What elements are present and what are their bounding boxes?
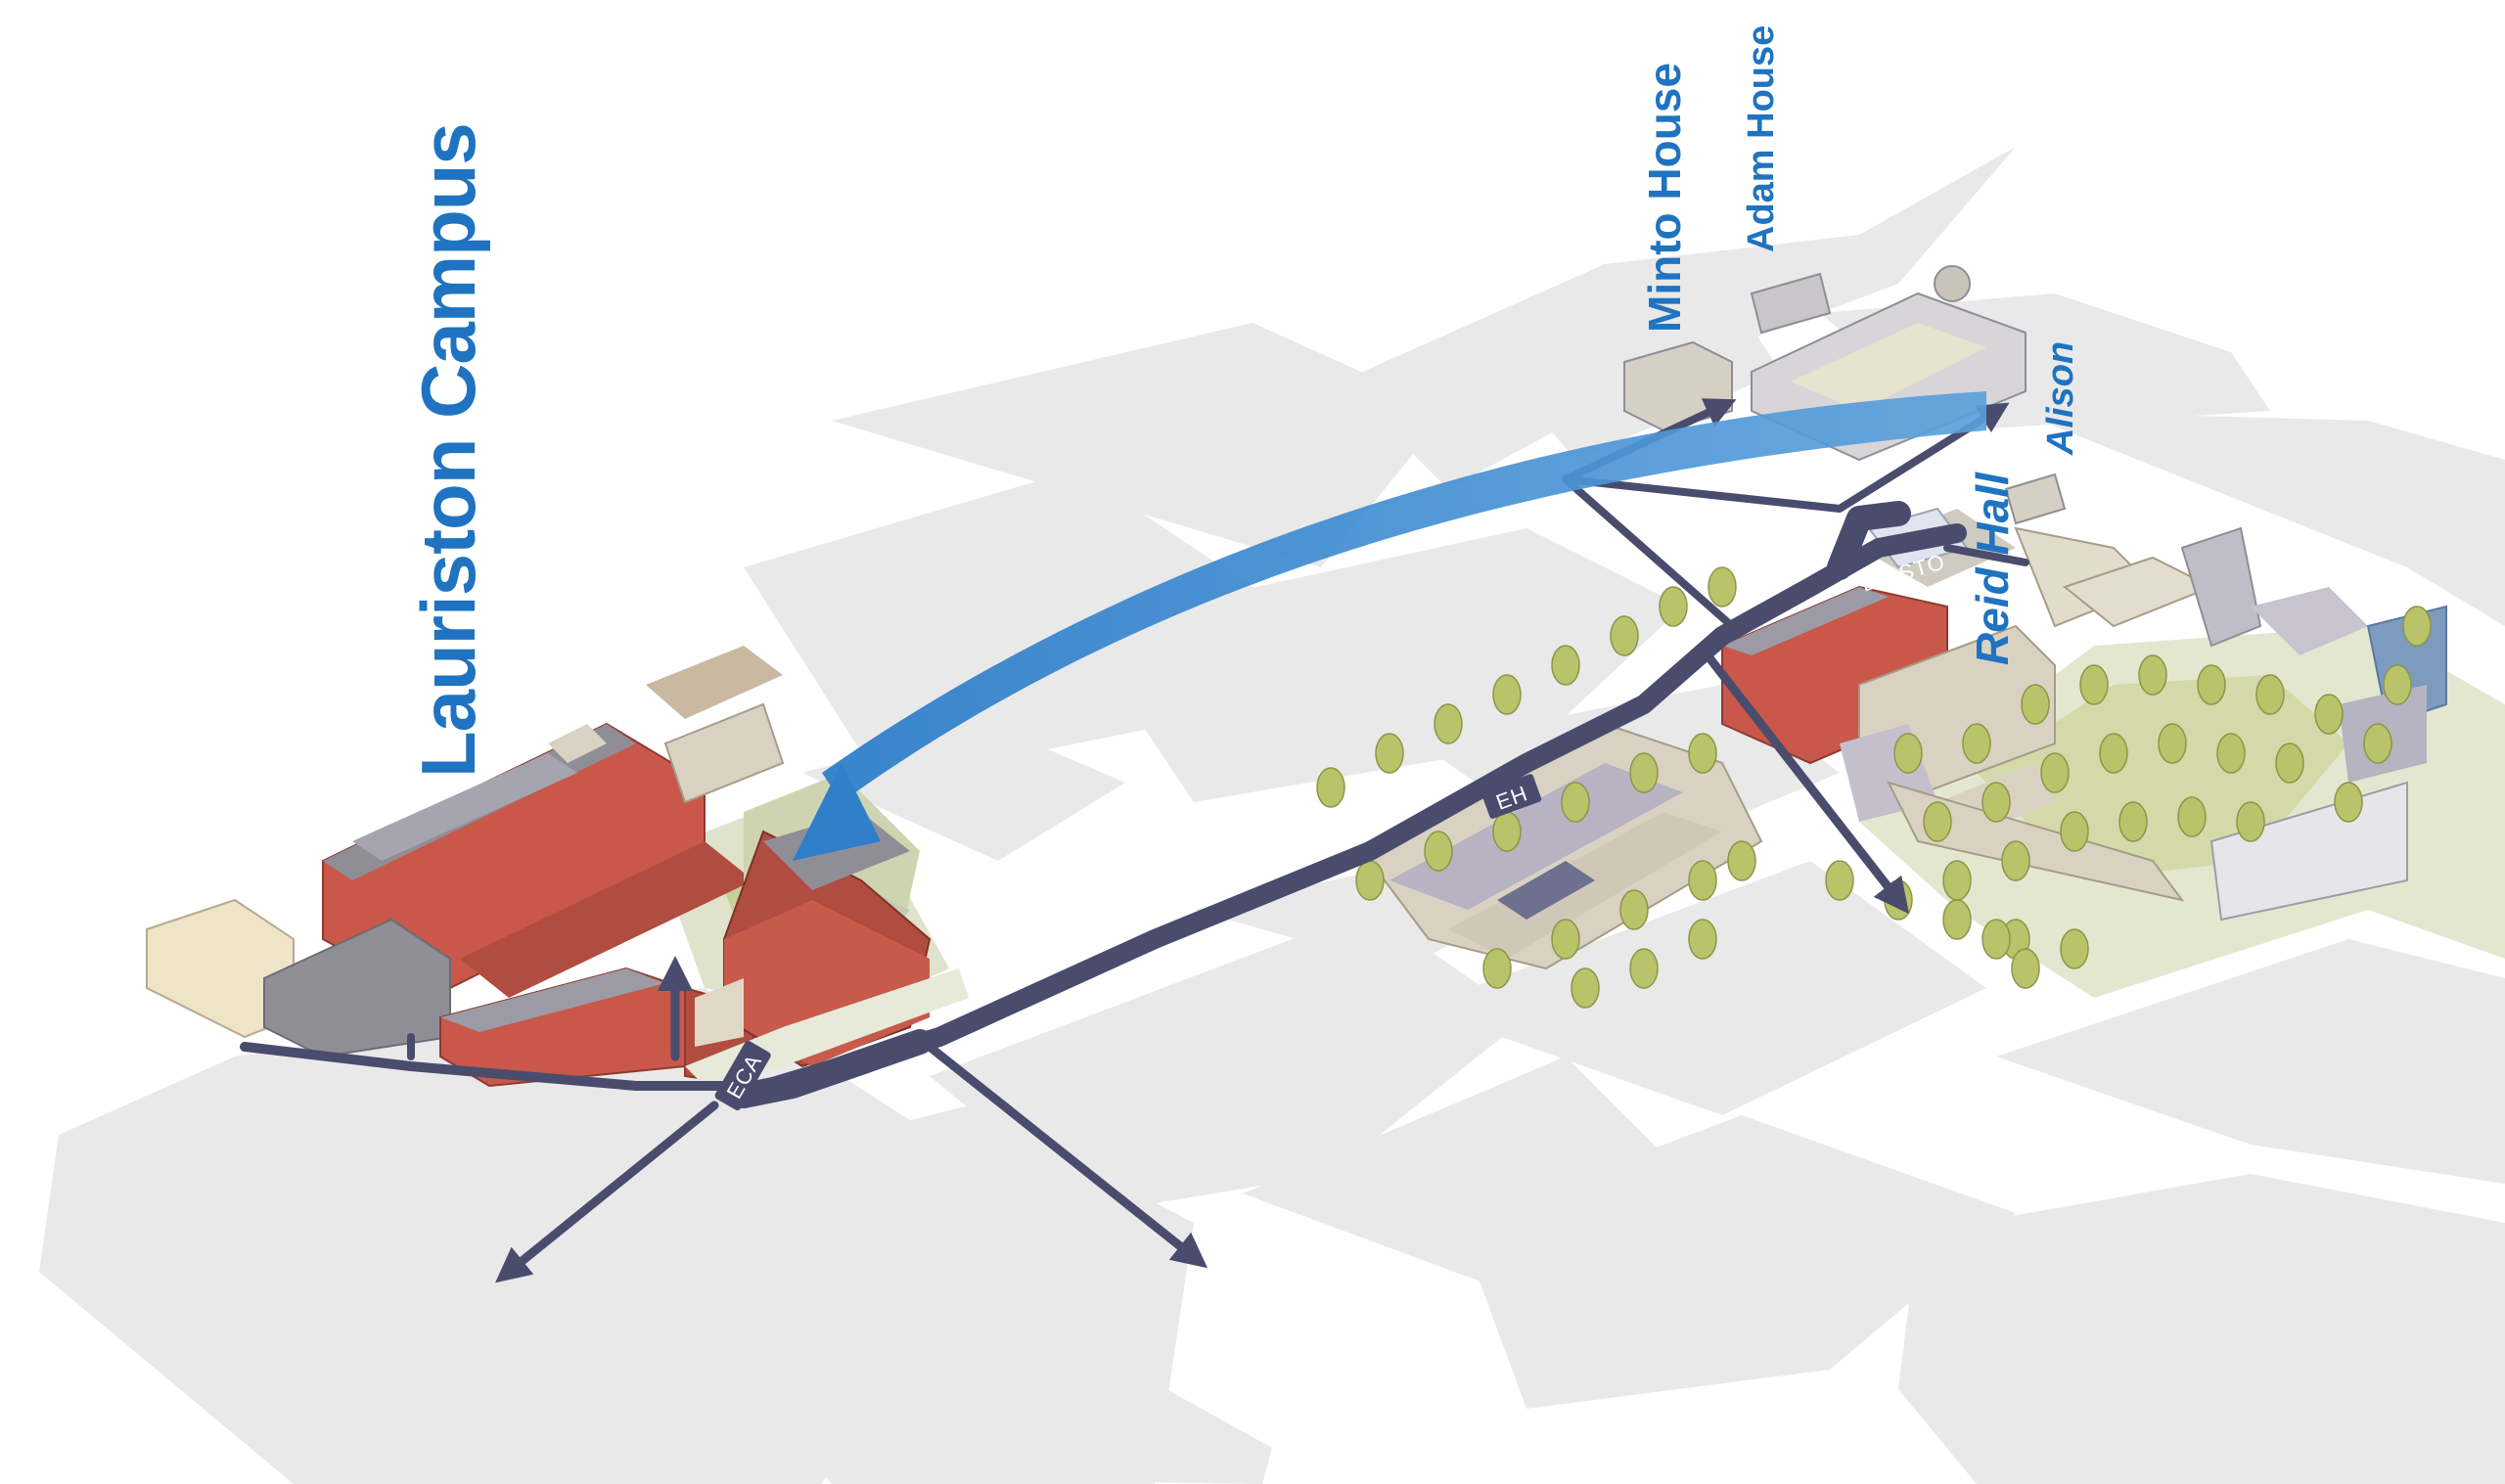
tree [1942,860,1972,901]
tree [1551,645,1580,686]
tree [1981,782,2011,823]
tree [2118,801,2148,842]
tree [2138,654,2167,696]
tree [1629,948,1659,989]
tree [2334,782,2363,823]
tree [1962,723,1991,764]
trees [1316,566,2432,1009]
tree [2099,733,2128,774]
tree [2001,840,2030,881]
tree [2011,948,2040,989]
tree [1688,919,1717,960]
tree [1629,752,1659,793]
tree [1659,586,1688,627]
tree [1551,919,1580,960]
tree [1375,733,1404,774]
lauriston-campus-buildings [146,646,969,1088]
tree [1688,733,1717,774]
label-alison: Alison [2040,341,2081,456]
tree [1619,889,1649,930]
label-reid-hall: Reid Hall [1967,472,2018,665]
tree [1727,840,1756,881]
label-minto-house: Minto House [1639,63,1690,333]
label-adam-house: Adam House [1741,25,1782,252]
tree [1355,860,1385,901]
city-blocks [39,147,2505,1484]
tree [2177,796,2207,837]
tree [1424,831,1453,872]
tree [1893,733,1923,774]
tree [2060,811,2089,852]
tree [1610,615,1639,656]
road-network [240,398,2029,1283]
tree [2021,684,2050,725]
tree [2383,664,2412,705]
tree [2197,664,2226,705]
tree [2236,801,2265,842]
tree [2040,752,2070,793]
tree [1571,967,1600,1009]
tree [2402,606,2432,647]
tree [2216,733,2246,774]
tree [2255,674,2285,715]
label-lauriston-campus: Lauriston Campus [405,123,491,778]
tree [1708,566,1737,607]
connection-arrow [793,391,1986,861]
tree [2363,723,2392,764]
tree [1434,703,1463,744]
tree [1981,919,2011,960]
tree [2314,694,2344,735]
tree [1492,674,1522,715]
tree [1825,860,1854,901]
tree [2275,742,2304,784]
central-terrace-buildings [1368,722,1763,970]
tree [2158,723,2187,764]
tree [1482,948,1512,989]
tree [1942,899,1972,940]
tree [2060,928,2089,969]
tree [1561,782,1590,823]
tree [1688,860,1717,901]
tree [1492,811,1522,852]
tree [1923,801,1952,842]
tree [1316,767,1345,808]
tree [2079,664,2109,705]
